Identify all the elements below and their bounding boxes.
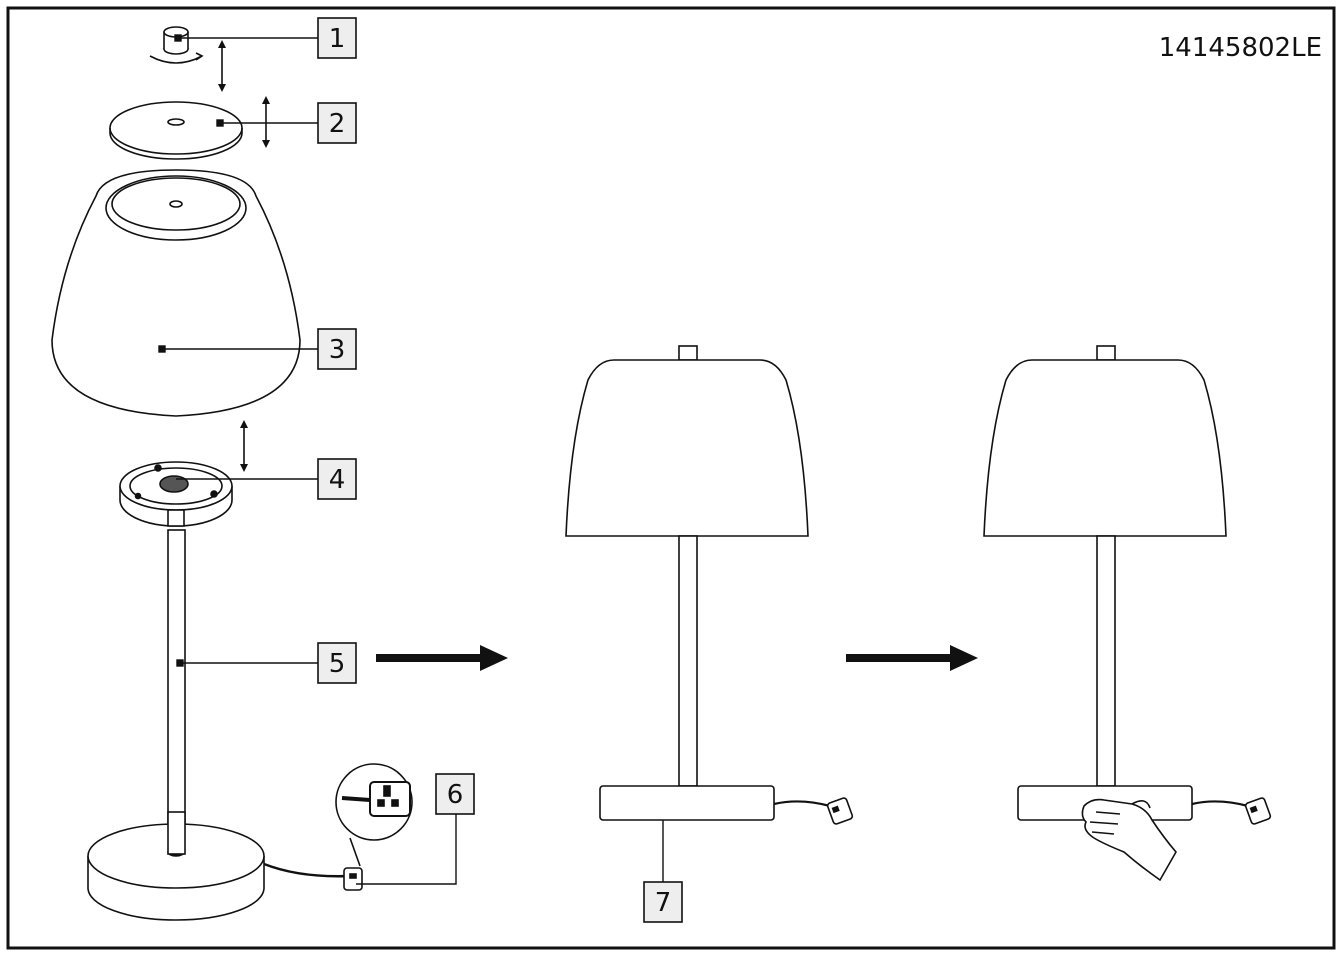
page-frame <box>6 6 1336 950</box>
label-2: 2 <box>329 109 346 139</box>
part-5-stem <box>167 529 186 857</box>
part-1-top-knob <box>149 26 204 64</box>
part-3-shade <box>51 169 301 417</box>
exploded-view <box>51 26 413 921</box>
leader-dot-1 <box>174 34 182 42</box>
label-box-3 <box>317 328 357 370</box>
label-1: 1 <box>329 24 346 54</box>
touch-lamp-stem <box>1096 535 1116 787</box>
label-box-1 <box>317 17 357 59</box>
leader-dot-5 <box>176 659 184 667</box>
assembled-lamp <box>565 345 854 825</box>
leader-dot-2 <box>216 119 224 127</box>
assembled-shade <box>565 359 809 537</box>
part-4-bracket <box>119 461 233 527</box>
label-box-6 <box>435 773 475 815</box>
step-arrow-1-head <box>480 645 508 671</box>
label-7: 7 <box>655 888 672 918</box>
model-number: 14145802LE <box>1159 33 1322 63</box>
step-arrow-2-head <box>950 645 978 671</box>
lamp-touch-operation <box>983 345 1272 882</box>
touch-lamp-knob <box>1096 345 1116 361</box>
label-boxes: 1 2 3 4 5 6 7 <box>317 17 683 923</box>
assembled-cable <box>773 800 831 808</box>
assembled-plug <box>826 797 854 825</box>
plug-detail-magnifier <box>335 763 413 867</box>
leader-dot-3 <box>158 345 166 353</box>
label-4: 4 <box>329 465 346 495</box>
label-3: 3 <box>329 335 346 365</box>
lamp-base <box>87 811 265 921</box>
leader-6 <box>356 814 457 885</box>
label-box-4 <box>317 458 357 500</box>
label-box-7 <box>643 881 683 923</box>
hand-touch-icon <box>1081 798 1177 882</box>
assembled-knob <box>678 345 698 361</box>
uk-plug-small <box>343 867 363 891</box>
label-box-5 <box>317 642 357 684</box>
step-arrow-2-shaft <box>846 654 952 662</box>
touch-lamp-cable <box>1191 800 1249 808</box>
touch-lamp-shade <box>983 359 1227 537</box>
step-arrow-1-shaft <box>376 654 482 662</box>
label-box-2 <box>317 102 357 144</box>
assembled-base-touch <box>599 785 775 821</box>
assembled-stem <box>678 535 698 787</box>
label-5: 5 <box>329 649 346 679</box>
touch-lamp-plug <box>1244 797 1272 825</box>
part-2-disc <box>109 101 243 160</box>
label-6: 6 <box>447 780 464 810</box>
step-arrows <box>376 645 978 671</box>
power-cable <box>263 862 351 878</box>
